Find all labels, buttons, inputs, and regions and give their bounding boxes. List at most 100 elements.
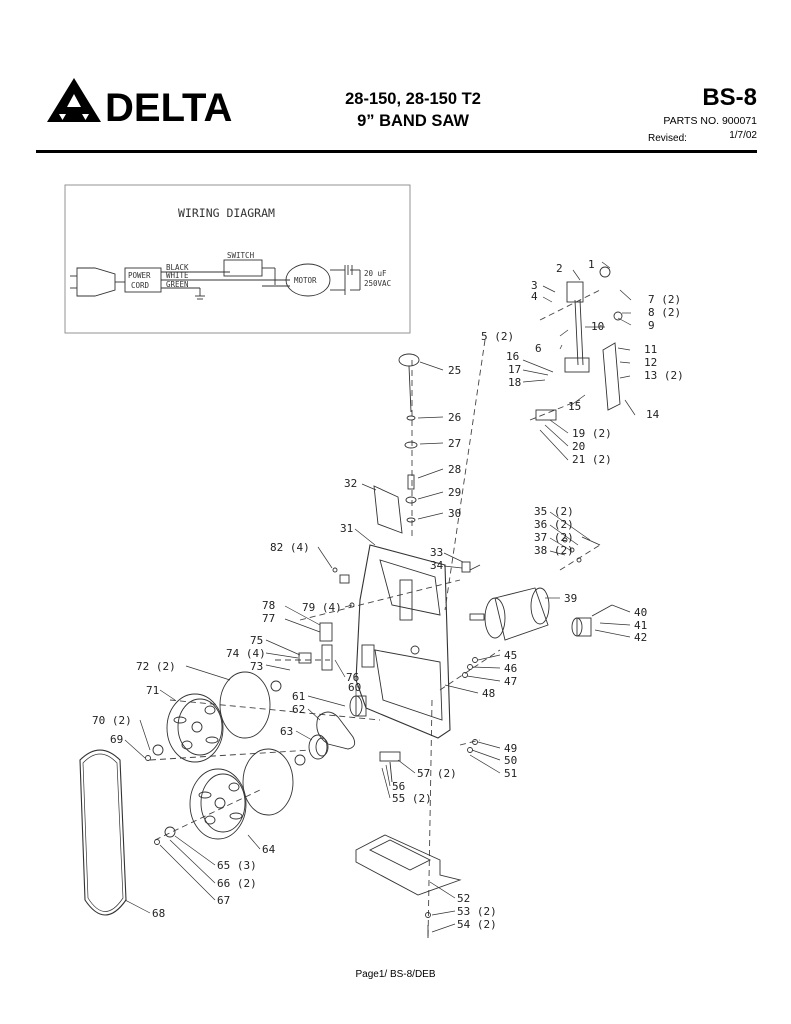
part-callout: 18: [508, 376, 521, 389]
part-callout: 48: [482, 687, 495, 700]
part-callout: 4: [531, 290, 538, 303]
part-callout: 33: [430, 546, 443, 559]
tire-lower: [242, 748, 294, 816]
switch-icon: [223, 259, 263, 277]
part-callout: 73: [250, 660, 263, 673]
revised-label: Revised:: [648, 133, 687, 144]
model-title: 28-150, 28-150 T2 9” BAND SAW: [318, 88, 508, 132]
main-frame: [355, 544, 451, 739]
part-callout: 70 (2): [92, 714, 132, 727]
part-callout: 61: [292, 690, 305, 703]
part-callout: 56: [392, 780, 405, 793]
wiring-diagram-box: [64, 184, 411, 334]
tension-knob-icon: [398, 353, 420, 367]
part-callout: 1: [588, 258, 595, 271]
part-callout: 60: [348, 681, 361, 694]
part-callout: 27: [448, 437, 461, 450]
delta-logo: DELTA: [45, 76, 285, 131]
part-callout: 21 (2): [572, 453, 612, 466]
part-callout: 14: [646, 408, 660, 421]
brand-text: DELTA: [105, 86, 232, 126]
part-callout: 76: [346, 671, 359, 684]
part-callout: 57 (2): [417, 767, 457, 780]
part-callout: 77: [262, 612, 275, 625]
switch-label: SWITCH: [227, 251, 255, 260]
motor-icon-main: [484, 597, 506, 639]
tire-upper: [219, 671, 271, 739]
part-callout: 82 (4): [270, 541, 310, 554]
blade-guard-icon: [373, 485, 403, 534]
part-callout: 62: [292, 703, 305, 716]
part-callout: 29: [448, 486, 461, 499]
part-callout: 41: [634, 619, 647, 632]
part-callout: 37 (2): [534, 531, 574, 544]
part-callout: 35 (2): [534, 505, 574, 518]
part-callout: 40: [634, 606, 647, 619]
motor-label: MOTOR: [294, 276, 317, 285]
parts-number: PARTS NO. 900071: [663, 115, 757, 127]
page-footer: Page1/ BS-8/DEB: [355, 969, 436, 980]
part-callout: 32: [344, 477, 357, 490]
saw-blade: [79, 749, 127, 916]
part-callout: 75: [250, 634, 263, 647]
part-callout: 64: [262, 843, 276, 856]
part-callout: 34: [430, 559, 444, 572]
part-callout: 66 (2): [217, 877, 257, 890]
part-callout: 13 (2): [644, 369, 684, 382]
plug-icon: [76, 267, 116, 297]
power-cord-label-1: POWER: [128, 271, 151, 280]
part-callout: 72 (2): [136, 660, 176, 673]
revised-date: 1/7/02: [729, 130, 757, 141]
part-callout: 71: [146, 684, 159, 697]
part-callout: 9: [648, 319, 655, 332]
part-callout: 17: [508, 363, 521, 376]
part-callout: 6: [535, 342, 542, 355]
wire-green: GREEN: [166, 280, 189, 289]
part-callout: 69: [110, 733, 123, 746]
part-callout: 2: [556, 262, 563, 275]
part-callout: 36 (2): [534, 518, 574, 531]
cap-label-2: 250VAC: [364, 279, 391, 288]
base-plate: [355, 834, 462, 896]
motor-icon: [285, 263, 331, 297]
part-callout: 53 (2): [457, 905, 497, 918]
model-line-1: 28-150, 28-150 T2: [345, 90, 481, 108]
part-callout: 51: [504, 767, 517, 780]
part-callout: 28: [448, 463, 461, 476]
part-callout: 26: [448, 411, 461, 424]
part-callout: 50: [504, 754, 517, 767]
part-callout: 74 (4): [226, 647, 266, 660]
lower-wheel-icon: [189, 768, 247, 840]
part-callout: 5 (2): [481, 330, 514, 343]
part-callout: 78: [262, 599, 275, 612]
part-callout: 49: [504, 742, 517, 755]
wire-white: WHITE: [166, 271, 189, 280]
part-callout: 7 (2): [648, 293, 681, 306]
part-callout: 12: [644, 356, 657, 369]
part-callout: 15: [568, 400, 581, 413]
part-callout: 39: [564, 592, 577, 605]
part-callout: 45: [504, 649, 517, 662]
part-callout: 19 (2): [572, 427, 612, 440]
part-callout: 65 (3): [217, 859, 257, 872]
part-callout: 79 (4): [302, 601, 342, 614]
part-callout: 52: [457, 892, 470, 905]
part-callout: 68: [152, 907, 165, 920]
cap-label-1: 20 uF: [364, 269, 387, 278]
page-code: BS-8: [702, 84, 757, 111]
part-callout: 47: [504, 675, 517, 688]
part-callout: 46: [504, 662, 517, 675]
upper-guide-bracket: [566, 281, 584, 303]
model-line-2: 9” BAND SAW: [357, 112, 469, 130]
part-callout: 67: [217, 894, 230, 907]
part-callout: 38 (2): [534, 544, 574, 557]
part-callout: 20: [572, 440, 585, 453]
wiring-title: WIRING DIAGRAM: [178, 206, 275, 220]
wire-black: BLACK: [166, 263, 189, 272]
upper-wheel-icon: [166, 693, 224, 763]
part-callout: 10: [591, 320, 604, 333]
part-callout: 42: [634, 631, 647, 644]
part-callout: 31: [340, 522, 353, 535]
drive-belt: [316, 711, 356, 750]
